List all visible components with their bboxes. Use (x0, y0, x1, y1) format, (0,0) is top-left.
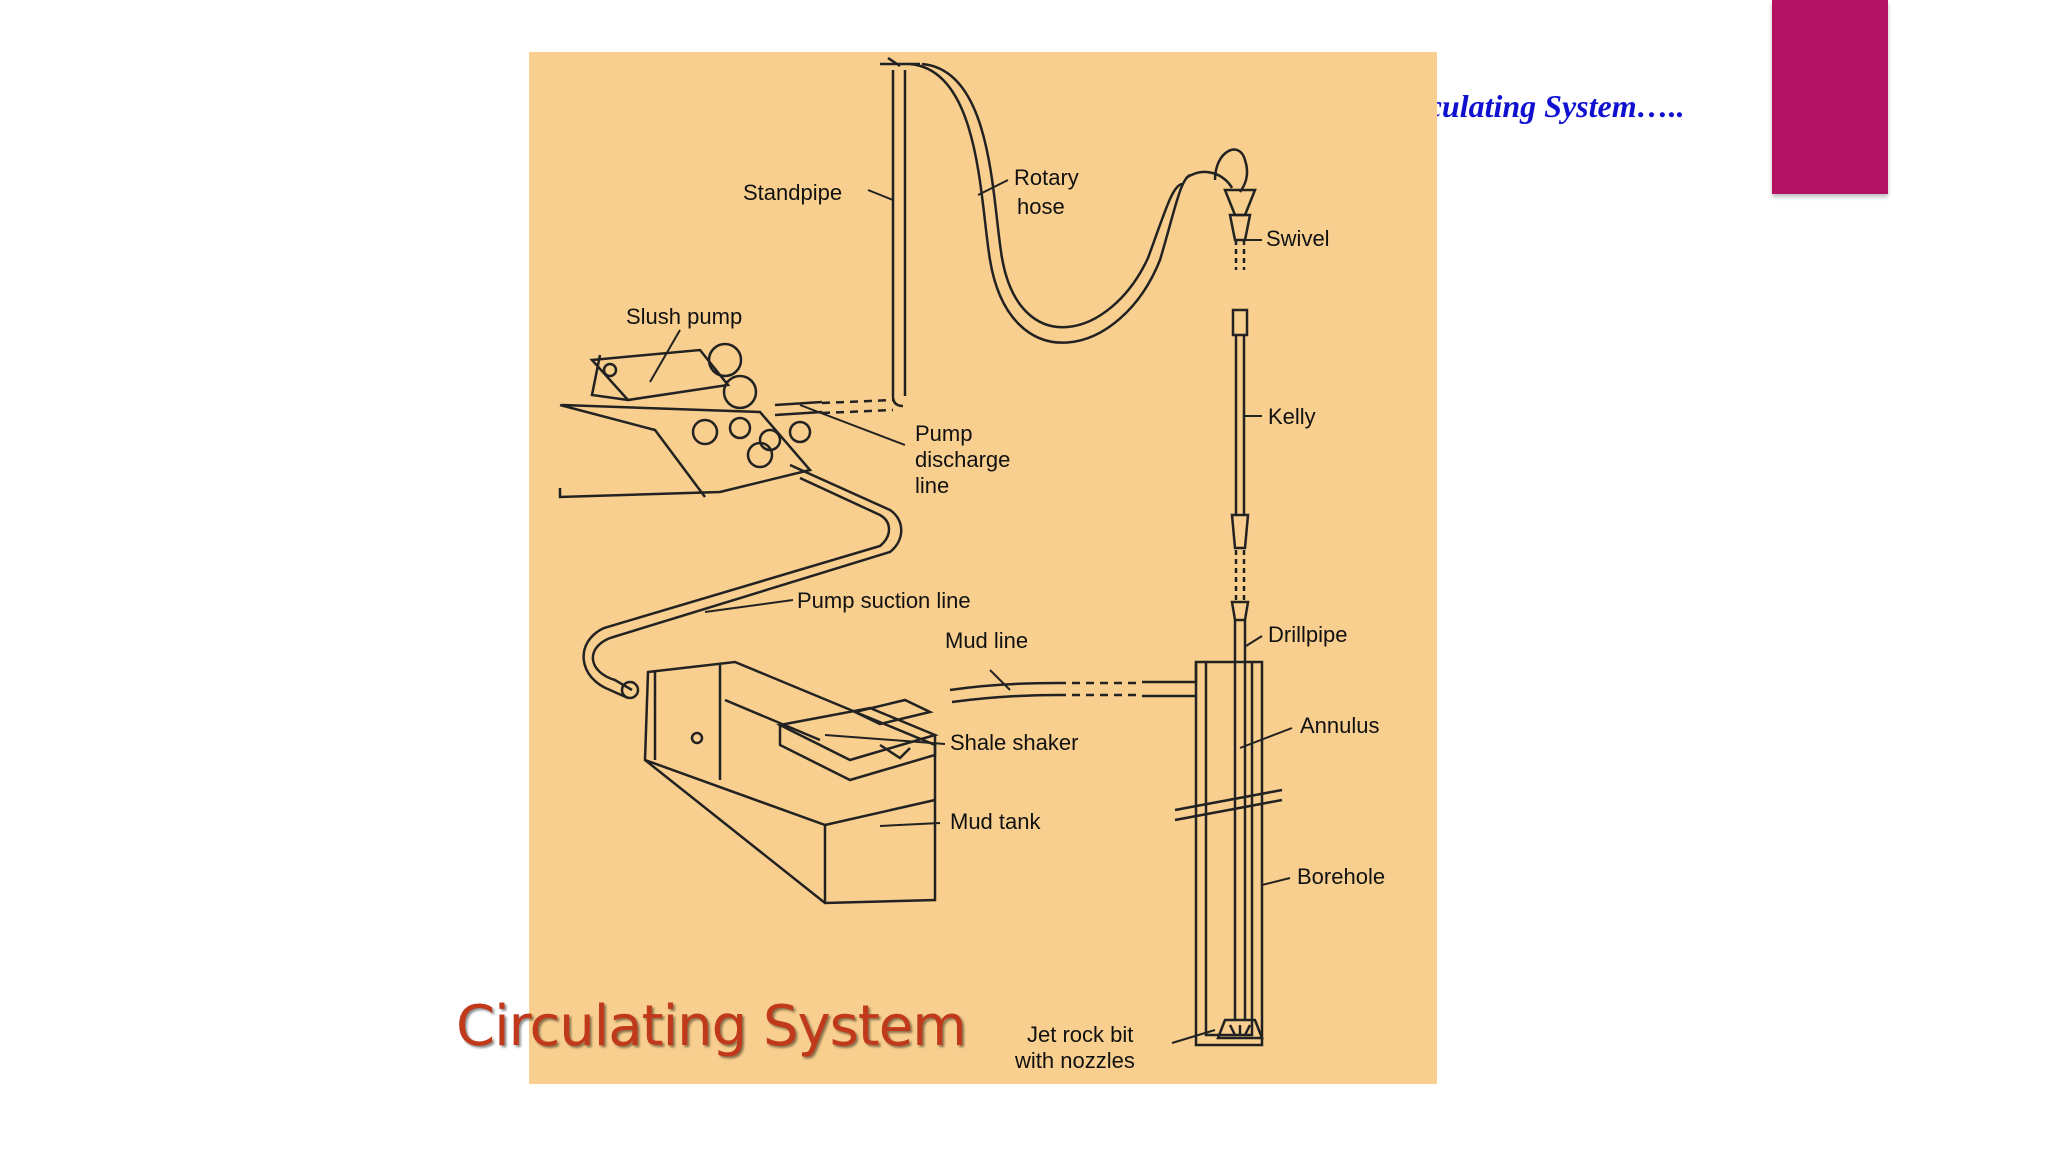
label-shale-shaker: Shale shaker (950, 730, 1078, 755)
drillpipe (1230, 600, 1250, 1020)
diagram-caption: Circulating System (456, 994, 967, 1059)
label-borehole: Borehole (1297, 864, 1385, 889)
label-annulus: Annulus (1300, 713, 1380, 738)
label-mud-line: Mud line (945, 628, 1028, 653)
leader-annulus (1239, 727, 1293, 749)
slush-pump (558, 342, 813, 499)
label-slush-pump: Slush pump (626, 304, 742, 329)
leader-lines (649, 179, 1293, 1044)
diagram-drawing (558, 56, 1283, 1047)
label-kelly: Kelly (1268, 404, 1316, 429)
mud-line (949, 662, 1198, 704)
label-rotary-hose-2: hose (1017, 194, 1065, 219)
leader-pump-discharge (799, 404, 906, 446)
leader-pump-suction (704, 599, 794, 613)
mud-tank (643, 660, 937, 905)
leader-mud-line (989, 669, 1011, 691)
leader-mud-tank (879, 822, 941, 827)
diagram-labels: Standpipe Rotary hose Swivel Slush pump … (626, 165, 1385, 1073)
leader-rotary-hose (977, 179, 1009, 196)
leader-standpipe (867, 189, 894, 201)
rotary-hose (909, 62, 1191, 344)
jet-rock-bit (1216, 1018, 1264, 1040)
leader-borehole (1261, 877, 1291, 886)
leader-jet-bit (1171, 1029, 1216, 1044)
leader-shale-shaker (824, 734, 946, 745)
diagram-background (529, 52, 1437, 1084)
label-pump-discharge-3: line (915, 473, 949, 498)
label-jet-rock-bit-2: with nozzles (1014, 1048, 1135, 1073)
label-mud-tank: Mud tank (950, 809, 1041, 834)
pump-discharge-line (774, 398, 894, 417)
standpipe (880, 56, 920, 408)
label-swivel: Swivel (1266, 226, 1330, 251)
label-pump-discharge-1: Pump (915, 421, 972, 446)
label-jet-rock-bit-1: Jet rock bit (1027, 1022, 1133, 1047)
label-standpipe: Standpipe (743, 180, 842, 205)
kelly (1230, 308, 1250, 602)
pump-suction-line (582, 463, 903, 700)
label-pump-suction-line: Pump suction line (797, 588, 971, 613)
shale-shaker (776, 698, 939, 782)
leader-slush-pump (649, 329, 681, 383)
label-pump-discharge-2: discharge (915, 447, 1010, 472)
borehole (1174, 660, 1283, 1047)
swivel (1185, 148, 1257, 270)
label-drillpipe: Drillpipe (1268, 622, 1347, 647)
leader-drillpipe (1245, 635, 1263, 647)
accent-bar (1772, 0, 1888, 194)
label-rotary-hose-1: Rotary (1014, 165, 1079, 190)
